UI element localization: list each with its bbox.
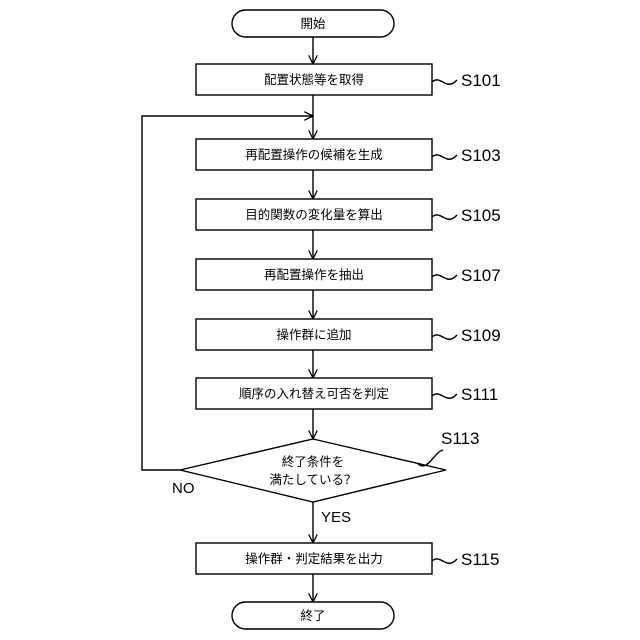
step-s103-label: 再配置操作の候補を生成: [245, 147, 383, 162]
step-s115: 操作群・判定結果を出力: [196, 543, 432, 574]
decision-s113: 終了条件を 満たしている？: [180, 439, 446, 502]
decision-s113-id: S113: [441, 429, 479, 448]
step-s111-label: 順序の入れ替え可否を判定: [239, 386, 389, 401]
yes-label: YES: [321, 509, 351, 526]
step-s115-label: 操作群・判定結果を出力: [245, 551, 383, 566]
start-label: 開始: [300, 16, 326, 31]
step-s111: 順序の入れ替え可否を判定: [196, 378, 432, 409]
step-s107-leader: [432, 275, 457, 279]
decision-line2: 満たしている？: [269, 472, 356, 487]
step-s107-id: S107: [461, 266, 501, 285]
step-s107: 再配置操作を抽出: [196, 259, 432, 290]
step-s105-id: S105: [461, 206, 501, 225]
step-s115-id: S115: [461, 550, 499, 569]
step-s105-leader: [432, 215, 457, 219]
start-terminal: 開始: [232, 10, 394, 37]
step-s107-label: 再配置操作を抽出: [264, 267, 364, 282]
decision-s113-leader: [418, 450, 443, 466]
step-s105-label: 目的関数の変化量を算出: [245, 207, 383, 222]
step-s111-leader: [432, 394, 457, 398]
step-s111-id: S111: [461, 385, 498, 404]
end-label: 終了: [300, 608, 325, 623]
step-s105: 目的関数の変化量を算出: [196, 199, 432, 230]
decision-line1: 終了条件を: [282, 454, 345, 469]
step-s109-label: 操作群に追加: [276, 327, 351, 342]
step-s101-id: S101: [461, 71, 501, 90]
end-terminal: 終了: [232, 602, 394, 629]
step-s103: 再配置操作の候補を生成: [196, 139, 432, 170]
no-label: NO: [172, 480, 195, 497]
step-s101: 配置状態等を取得: [196, 64, 432, 95]
step-s101-label: 配置状態等を取得: [264, 72, 364, 87]
step-s115-leader: [432, 559, 457, 563]
step-s103-leader: [432, 155, 457, 159]
step-s109-leader: [432, 335, 457, 339]
step-s103-id: S103: [461, 146, 501, 165]
step-s109-id: S109: [461, 326, 501, 345]
step-s109: 操作群に追加: [196, 319, 432, 350]
step-s101-leader: [432, 80, 457, 84]
